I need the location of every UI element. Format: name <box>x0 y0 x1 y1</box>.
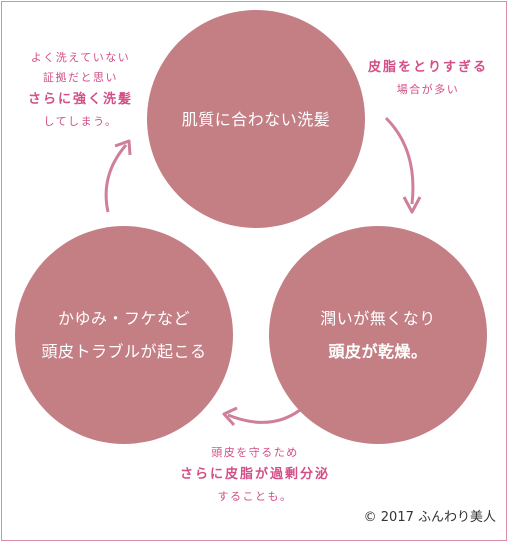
note-tl-line3: さらに強く洗髪 <box>27 92 133 107</box>
circle-unsuitable-washing: 肌質に合わない洗髪 <box>147 10 365 228</box>
note-tr-line2: 場合が多い <box>396 83 460 96</box>
circle-right-line1: 潤いが無くなり <box>320 309 436 328</box>
note-b-line3: することも。 <box>217 490 293 503</box>
arrow-right-to-left <box>227 408 301 424</box>
circle-scalp-trouble: かゆみ・フケなど 頭皮トラブルが起こる <box>15 226 233 444</box>
circle-left-line1: かゆみ・フケなど <box>57 309 190 328</box>
note-bottom: 頭皮を守るため さらに皮脂が過剰分泌 することも。 <box>140 443 370 507</box>
circle-top-line1: 肌質に合わない洗髪 <box>181 109 331 129</box>
circle-scalp-dryness: 潤いが無くなり 頭皮が乾燥。 <box>269 226 487 444</box>
circle-left-line2: 頭皮トラブルが起こる <box>41 342 207 361</box>
note-b-line2: さらに皮脂が過剰分泌 <box>179 467 330 482</box>
arrow-left-to-top <box>104 144 128 213</box>
arrow-head-top-to-right <box>402 196 422 214</box>
arrow-top-to-right <box>384 116 415 205</box>
arrow-head-right-to-left <box>222 406 238 427</box>
note-tl-line1: よく洗えていない <box>30 51 131 64</box>
copyright-text: © 2017 ふんわり美人 <box>363 510 496 525</box>
note-tr-line1: 皮脂をとりすぎる <box>367 60 488 75</box>
note-tl-line2: 証拠だと思い <box>43 71 118 84</box>
note-top-right: 皮脂をとりすぎる 場合が多い <box>350 56 506 100</box>
arrow-head-left-to-top <box>114 139 132 156</box>
note-tl-line4: してしまう。 <box>43 115 118 128</box>
circle-right-line2: 頭皮が乾燥。 <box>328 342 428 361</box>
note-top-left: よく洗えていない 証拠だと思い さらに強く洗髪 してしまう。 <box>18 48 143 132</box>
note-b-line1: 頭皮を守るため <box>211 446 299 459</box>
